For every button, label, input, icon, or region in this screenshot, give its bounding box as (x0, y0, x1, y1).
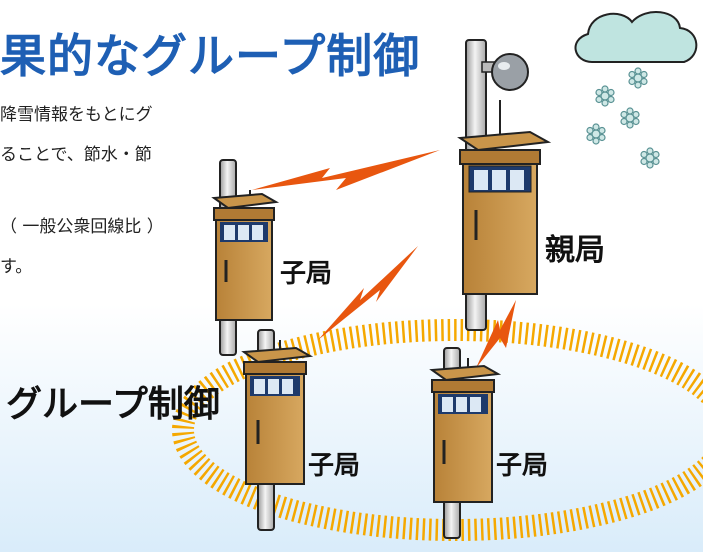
child-station-2 (241, 329, 314, 531)
child-station-1-label: 子局 (280, 259, 332, 289)
description-line-2: ることで、節水・節 (0, 145, 152, 165)
cloud-icon (574, 10, 698, 63)
description-line-4: す。 (0, 257, 33, 277)
child-station-3 (429, 347, 502, 539)
description-line-3: （ 一般公衆回線比 ） (0, 217, 164, 237)
snowflake-icon (586, 67, 660, 169)
child-station-2-label: 子局 (308, 451, 360, 481)
child-station-1 (211, 159, 280, 356)
page-title: 果的なグループ制御 (0, 29, 421, 83)
child-station-3-label: 子局 (496, 451, 548, 481)
master-station-label: 親局 (545, 233, 605, 268)
lightning-icon (252, 150, 516, 368)
master-station (457, 39, 552, 331)
radar-sensor-icon (491, 53, 529, 91)
description-line-1: 降雪情報をもとにグ (0, 105, 153, 125)
group-control-label: グループ制御 (6, 384, 220, 425)
